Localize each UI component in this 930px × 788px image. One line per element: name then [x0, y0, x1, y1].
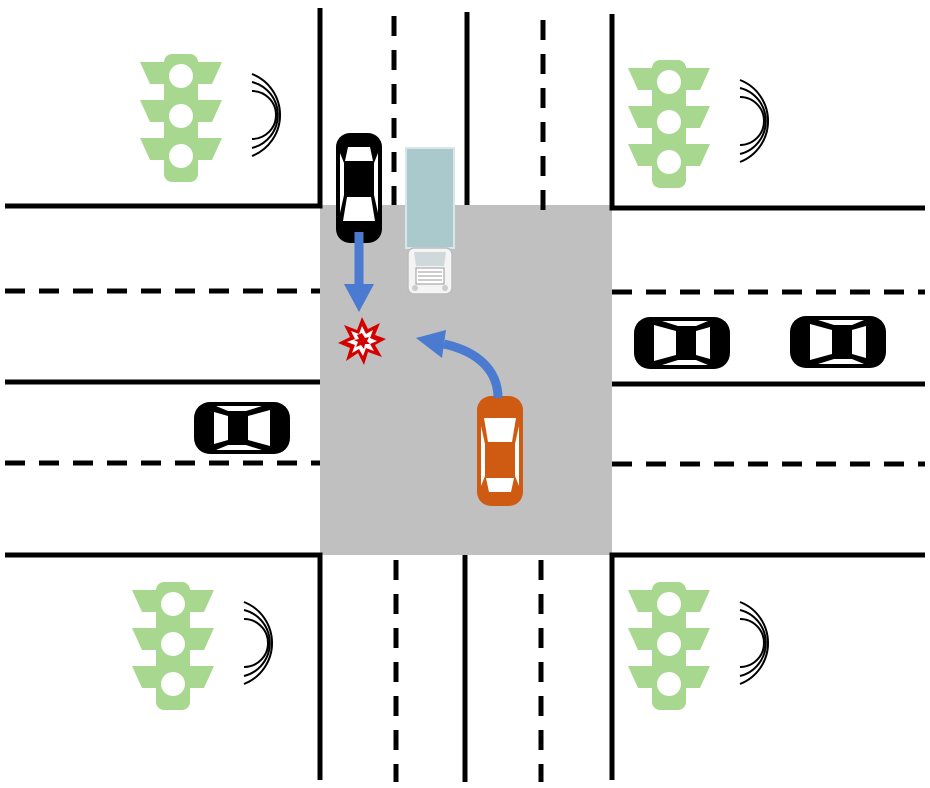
car-icon	[634, 317, 730, 369]
truck-icon	[405, 147, 455, 295]
traffic-light-icon	[140, 54, 222, 182]
traffic-light-icon	[628, 60, 710, 188]
wireless-signal-icon	[251, 73, 282, 157]
collision-star-icon	[338, 317, 386, 365]
movement-arrow-icon	[416, 330, 503, 399]
lane-dashes	[5, 16, 925, 782]
wireless-signal-icon	[739, 79, 770, 163]
wireless-signal-icon	[739, 601, 770, 685]
road-edges	[5, 8, 925, 782]
movement-arrow-icon	[344, 232, 374, 312]
car-icon	[194, 402, 290, 454]
intersection-area	[320, 205, 612, 555]
traffic-light-icon	[628, 582, 710, 710]
traffic-light-icon	[132, 582, 214, 710]
car-icon	[477, 396, 523, 506]
wireless-signal-icon	[243, 601, 274, 685]
car-icon	[336, 133, 382, 243]
car-icon	[790, 316, 886, 368]
